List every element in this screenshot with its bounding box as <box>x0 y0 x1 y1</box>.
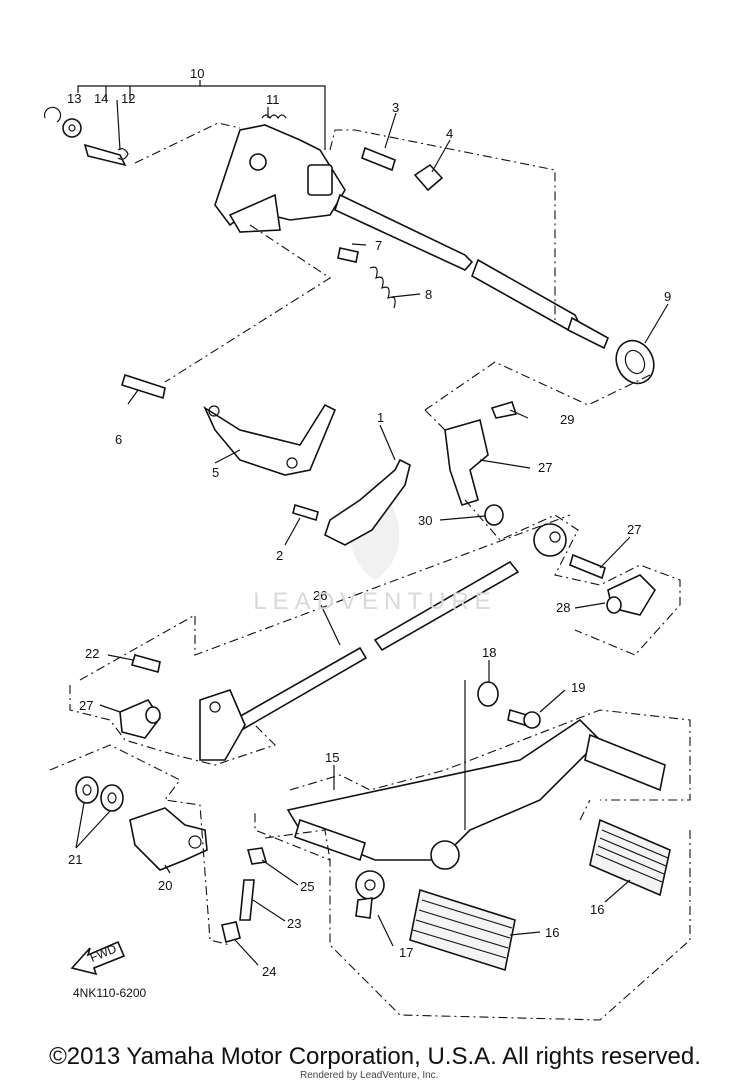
footpeg-rubber-left <box>409 888 516 972</box>
callout-22: 22 <box>85 646 99 661</box>
callout-18: 18 <box>482 645 496 660</box>
callout-19: 19 <box>571 680 585 695</box>
callout-16-lower: 16 <box>545 925 559 940</box>
callout-15: 15 <box>325 750 339 765</box>
fwd-arrow-icon: FWD <box>70 940 126 976</box>
callout-24: 24 <box>262 964 276 979</box>
callout-14: 14 <box>94 91 108 106</box>
callout-21: 21 <box>68 852 82 867</box>
callout-13: 13 <box>67 91 81 106</box>
callout-23: 23 <box>287 916 301 931</box>
shift-pedal-assembly: FWD <box>49 680 691 1021</box>
part-code: 4NK110-6200 <box>73 986 146 1000</box>
callout-17: 17 <box>399 945 413 960</box>
callout-16-upper: 16 <box>590 902 604 917</box>
callout-25: 25 <box>300 879 314 894</box>
rendered-by-note: Rendered by LeadVenture, Inc. <box>300 1070 439 1081</box>
callout-8: 8 <box>425 287 432 302</box>
callout-27-upper: 28 <box>556 600 570 615</box>
callout-28: 27 <box>538 460 552 475</box>
callout-11: 11 <box>266 92 280 107</box>
callout-leaders <box>75 99 669 966</box>
callout-3: 3 <box>392 100 399 115</box>
callout-12: 12 <box>121 91 135 106</box>
callout-9: 9 <box>664 289 671 304</box>
callout-26: 26 <box>313 588 327 603</box>
watermark-text: LEADVENTURE <box>253 588 497 615</box>
callout-31: 30 <box>418 513 432 528</box>
callout-7: 7 <box>375 238 382 253</box>
copyright-footer: ©2013 Yamaha Motor Corporation, U.S.A. A… <box>49 1043 701 1070</box>
callout-1: 1 <box>377 410 384 425</box>
callout-labels: 10 13 14 12 11 3 4 7 8 9 6 5 1 2 29 27 3… <box>67 66 671 1000</box>
footpeg-rubber-right <box>589 818 671 897</box>
callout-10: 10 <box>190 66 204 81</box>
callout-5: 5 <box>212 465 219 480</box>
callout-6: 6 <box>115 432 122 447</box>
callout-30: 29 <box>560 412 574 427</box>
shift-shaft-assembly <box>43 80 655 406</box>
linkage-assembly <box>69 361 681 766</box>
callout-4: 4 <box>446 126 453 141</box>
callout-27-lower: 27 <box>79 698 93 713</box>
callout-2: 2 <box>276 548 283 563</box>
callout-29: 27 <box>627 522 641 537</box>
callout-20: 20 <box>158 878 172 893</box>
